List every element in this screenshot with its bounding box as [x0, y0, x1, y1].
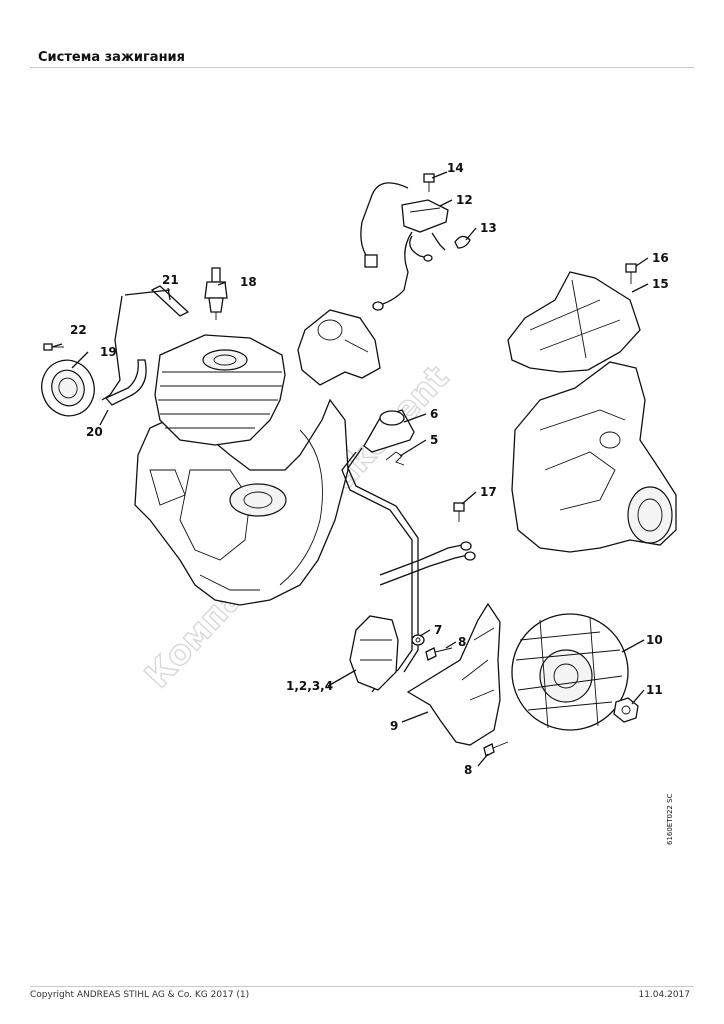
page-title: Система зажигания	[38, 50, 186, 65]
footer-divider	[30, 986, 694, 987]
callout-19: 19	[100, 345, 117, 359]
spark-plug-boot-part	[363, 409, 415, 453]
spark-plug-part	[204, 267, 228, 320]
ground-wire-part	[379, 541, 476, 586]
copyright-text: Copyright ANDREAS STIHL AG & Co. KG 2017…	[30, 990, 250, 1000]
screw-part	[453, 502, 465, 522]
screw-part	[483, 741, 509, 757]
callout-10: 10	[646, 633, 663, 647]
callout-6: 6	[430, 407, 438, 421]
drawing-code: 6160ET022 SC	[666, 793, 674, 845]
callout-15: 15	[652, 277, 669, 291]
footer-date: 11.04.2017	[638, 990, 690, 1000]
crankcase-half-part	[511, 361, 677, 553]
title-divider	[30, 67, 694, 68]
shaft-seal-part	[41, 359, 95, 417]
callout-14: 14	[447, 161, 464, 175]
callout-7: 7	[434, 623, 442, 637]
screw-part	[423, 173, 435, 192]
cylinder-part	[154, 334, 286, 446]
flywheel-part	[511, 613, 629, 731]
callout-17: 17	[480, 485, 497, 499]
callout-8-upper: 8	[458, 635, 466, 649]
pin-part	[150, 285, 190, 317]
flywheel-cover-part	[406, 602, 501, 746]
callout-22: 22	[70, 323, 87, 337]
callout-1-2-3-4: 1,2,3,4	[286, 679, 333, 693]
switch-part	[401, 199, 449, 233]
wire-guide-part	[101, 289, 171, 406]
callout-18: 18	[240, 275, 257, 289]
bracket-part	[297, 309, 381, 386]
callout-leaders	[51, 171, 649, 767]
screw-part	[425, 647, 453, 661]
engine-crankcase-part	[134, 398, 349, 606]
callout-13: 13	[480, 221, 497, 235]
callout-16: 16	[652, 251, 669, 265]
callout-20: 20	[86, 425, 103, 439]
callout-5: 5	[430, 433, 438, 447]
callout-21: 21	[162, 273, 179, 287]
screw-part	[625, 263, 637, 284]
air-guide-part	[507, 271, 641, 373]
callout-9: 9	[390, 719, 398, 733]
callout-11: 11	[646, 683, 663, 697]
spring-part	[385, 451, 405, 466]
switch-wiring-part	[360, 182, 446, 311]
washer-part	[411, 634, 425, 646]
callout-8-lower: 8	[464, 763, 472, 777]
callout-12: 12	[456, 193, 473, 207]
ignition-module-part	[349, 615, 399, 691]
